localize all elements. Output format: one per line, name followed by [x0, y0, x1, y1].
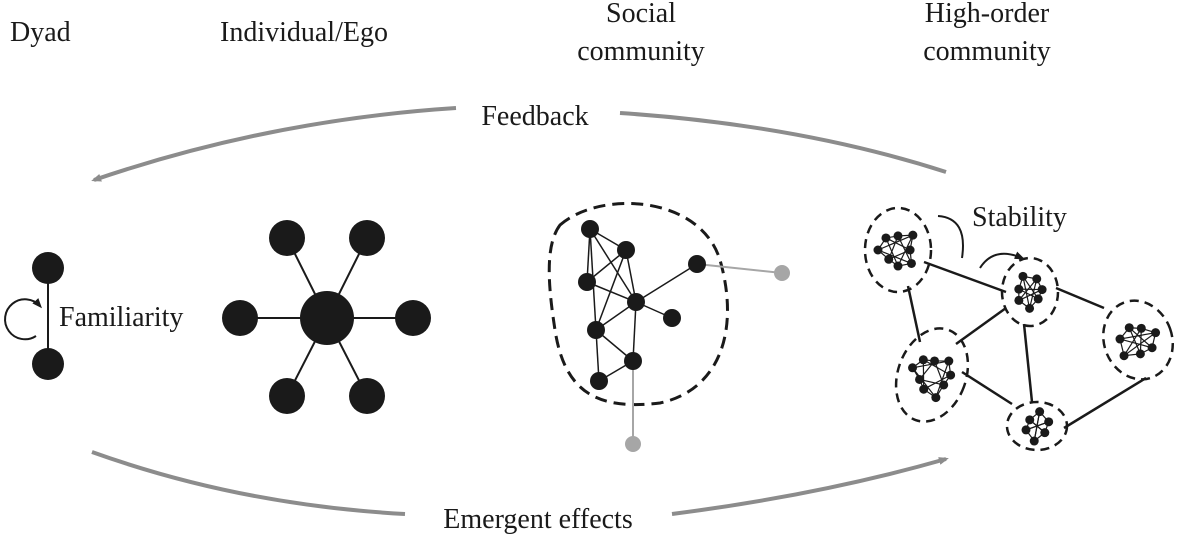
cluster-node: [1014, 295, 1024, 305]
familiarity-label: Familiarity: [59, 302, 183, 333]
ego-network: [222, 220, 431, 414]
cluster-node: [1147, 343, 1157, 353]
alter-node: [349, 220, 385, 256]
cluster-node: [1136, 323, 1146, 333]
member-node: [578, 273, 596, 291]
cluster-node: [881, 233, 891, 243]
cluster-node: [939, 380, 949, 390]
stability-loop-arrow-lower: [979, 251, 1025, 269]
emergent-arrow-left: [91, 450, 406, 516]
cluster-edge: [1022, 275, 1039, 300]
cluster-node: [1040, 428, 1050, 438]
dyad-node: [32, 252, 64, 284]
member-node: [581, 220, 599, 238]
alter-node: [269, 378, 305, 414]
cluster-node: [1151, 328, 1161, 338]
member-node: [624, 352, 642, 370]
member-node: [587, 321, 605, 339]
cluster-edge: [877, 249, 912, 265]
inter-community-links: [906, 260, 1147, 430]
cluster-node: [918, 355, 928, 365]
alter-node: [222, 300, 258, 336]
cluster-node: [1025, 303, 1035, 313]
cluster-node: [1037, 285, 1047, 295]
stability-label: Stability: [972, 202, 1067, 233]
cluster-node: [908, 230, 918, 240]
cluster-node: [944, 356, 954, 366]
high-order-community-network: [863, 206, 1175, 452]
header-social-community-line2: community: [577, 36, 705, 67]
cluster-node: [893, 231, 903, 241]
familiarity-loop-arrow: [4, 298, 42, 341]
cluster-node: [905, 245, 915, 255]
cluster-node: [908, 363, 918, 373]
cluster-node: [1021, 425, 1031, 435]
cluster-edge: [1128, 327, 1141, 355]
feedback-label: Feedback: [481, 101, 588, 132]
member-node: [590, 372, 608, 390]
feedback-arrow-left: [91, 106, 457, 182]
cluster-node: [1033, 294, 1043, 304]
emergent-effects-label: Emergent effects: [443, 504, 632, 535]
cluster-edge: [897, 234, 914, 267]
cluster-edge: [1033, 411, 1041, 442]
cluster-node: [1135, 349, 1145, 359]
cluster-edge: [912, 367, 937, 398]
cluster-edge: [1119, 338, 1153, 349]
cluster-node: [1035, 407, 1045, 417]
header-social-community-line1: Social: [606, 0, 676, 29]
dyad-network: [4, 252, 64, 380]
community-boundary: [547, 201, 729, 407]
feedback-arrow-right: [619, 111, 947, 174]
cluster-node: [1032, 274, 1042, 284]
cluster-node: [893, 261, 903, 271]
cluster-node: [1119, 351, 1129, 361]
cluster-node: [931, 393, 941, 403]
header-high-order-line1: High-order: [925, 0, 1050, 29]
cluster-node: [946, 370, 956, 380]
header-high-order-line2: community: [923, 36, 1051, 67]
cluster-node: [1044, 417, 1054, 427]
alter-node: [395, 300, 431, 336]
member-node: [617, 241, 635, 259]
cluster-node: [1029, 436, 1039, 446]
cluster-node: [919, 384, 929, 394]
emergent-arrow-right: [671, 457, 949, 516]
external-node: [625, 436, 641, 452]
header-dyad: Dyad: [10, 17, 71, 48]
cluster-edge: [897, 235, 912, 264]
cluster-node: [1115, 334, 1125, 344]
cluster-node: [873, 245, 883, 255]
cluster-node: [1014, 284, 1024, 294]
stability-loop-arrow: [937, 215, 964, 259]
member-node: [627, 293, 645, 311]
cluster-node: [884, 254, 894, 264]
community-boundaries: [863, 206, 1175, 452]
cluster-node: [1124, 323, 1134, 333]
dyad-node: [32, 348, 64, 380]
alter-node: [349, 378, 385, 414]
cluster-node: [1018, 271, 1028, 281]
social-community-network: [547, 201, 790, 452]
alter-node: [269, 220, 305, 256]
member-node: [663, 309, 681, 327]
cluster-node: [930, 356, 940, 366]
member-node: [688, 255, 706, 273]
cluster-node: [1025, 415, 1035, 425]
external-node: [774, 265, 790, 281]
cluster-node: [906, 258, 916, 268]
ego-center-node: [300, 291, 354, 345]
header-individual-ego: Individual/Ego: [220, 17, 388, 48]
cluster-node: [915, 374, 925, 384]
